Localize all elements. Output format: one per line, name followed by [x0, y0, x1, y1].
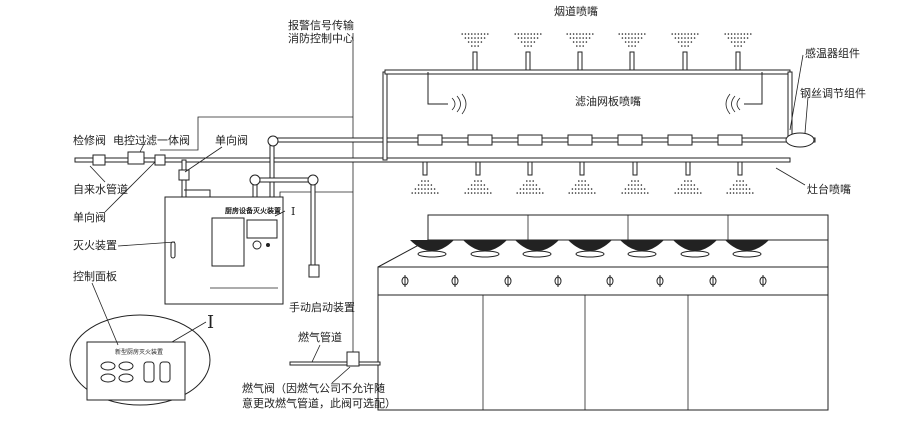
flue-nozzle-icon	[671, 33, 699, 71]
flue-nozzle-icon	[566, 33, 594, 71]
gas-valve-label-line2: 意更改燃气管道，此阀可选配）	[242, 396, 396, 410]
kitchen-stove	[377, 214, 829, 411]
oil-filter-nozzle-icon	[451, 93, 741, 115]
extinguisher-cabinet: 厨房设备灭火装置	[164, 196, 284, 305]
tap-water-pipe-label: 自来水管道	[73, 182, 128, 196]
heat-sensors	[417, 134, 743, 146]
cabinet-handle	[170, 241, 176, 259]
stove-nozzle-icon	[674, 161, 702, 194]
detail-marker-cabinet: I	[291, 205, 295, 218]
filter-valve-icon	[127, 151, 145, 165]
detail-marker-panel: I	[207, 312, 214, 333]
stove-nozzle-icon	[726, 161, 754, 194]
stove-nozzle-icon	[516, 161, 544, 194]
extinguisher-label: 灭火装置	[73, 239, 117, 252]
panel-button[interactable]	[118, 373, 134, 383]
stove-nozzle-icon	[621, 161, 649, 194]
control-panel-label: 控制面板	[73, 269, 117, 283]
gas-valve-icon	[346, 351, 360, 367]
heat-sensor-icon	[517, 134, 543, 146]
wok-icon	[568, 240, 612, 251]
alarm-signal-line	[160, 33, 354, 352]
check-valve-left-label: 单向阀	[73, 210, 106, 224]
manual-start-button[interactable]	[308, 264, 320, 278]
stove-knob-icon	[451, 275, 459, 287]
wok-icon	[410, 240, 454, 251]
stove-knob-icon	[709, 275, 717, 287]
flue-nozzle-icon	[618, 33, 646, 71]
flue-nozzle-label: 烟道喷嘴	[554, 4, 598, 18]
flue-nozzles	[461, 33, 752, 71]
stove-nozzle-icon	[411, 161, 439, 194]
cabinet-title: 厨房设备灭火装置	[225, 206, 281, 215]
gas-pipe-label: 燃气管道	[298, 330, 342, 344]
maintenance-valve-icon	[92, 154, 106, 166]
heat-sensor-icon	[567, 134, 593, 146]
heat-sensor-icon	[467, 134, 493, 146]
heat-sensor-icon	[417, 134, 443, 146]
maintenance-valve-label: 检修阀	[73, 133, 106, 147]
alarm-label-line2: 消防控制中心	[288, 31, 354, 45]
heat-sensor-icon	[617, 134, 643, 146]
stove-nozzles	[411, 161, 754, 194]
stove-nozzle-icon	[568, 161, 596, 194]
wire-adjust-label: 钢丝调节组件	[800, 86, 866, 100]
cabinet-dial-icon	[252, 240, 262, 250]
wok-icon	[515, 240, 559, 251]
flue-duct-pipe	[382, 69, 793, 161]
panel-title: 新型厨房灭火装置	[115, 348, 163, 356]
stove-knob-icon	[656, 275, 664, 287]
wok-icon	[673, 240, 717, 251]
panel-button[interactable]	[100, 361, 116, 371]
water-main-pipe	[74, 135, 816, 271]
check-valve-top-label: 单向阀	[215, 133, 248, 147]
stove-nozzle-label: 灶台喷嘴	[807, 182, 851, 196]
check-valve-icon	[178, 169, 190, 181]
wok-icon	[463, 240, 507, 251]
wire-adjust-component-icon	[785, 132, 815, 148]
gas-valve-label-line1: 燃气阀（因燃气公司不允许随	[242, 381, 385, 395]
panel-button[interactable]	[100, 373, 116, 383]
stove-nozzle-icon	[464, 161, 492, 194]
oil-filter-nozzle-label: 滤油网板喷嘴	[575, 94, 641, 108]
cabinet-display	[246, 219, 278, 239]
filter-valve-label: 电控过滤一体阀	[113, 133, 190, 147]
heat-sensor-label: 感温器组件	[805, 46, 860, 60]
stove-knob-icon	[401, 275, 409, 287]
flue-nozzle-icon	[514, 33, 542, 71]
manual-start-label: 手动启动装置	[289, 300, 355, 314]
wok-icon	[620, 240, 664, 251]
heat-sensor-icon	[667, 134, 693, 146]
panel-button[interactable]	[118, 361, 134, 371]
wok-icon	[725, 240, 769, 251]
flue-nozzle-icon	[461, 33, 489, 71]
gas-pipe	[289, 351, 381, 367]
stove-knob-icon	[759, 275, 767, 287]
stove-knob-icon	[606, 275, 614, 287]
stove-knob-icon	[504, 275, 512, 287]
flue-nozzle-icon	[724, 33, 752, 71]
leader-lines	[89, 54, 809, 384]
stove-knob-icon	[554, 275, 562, 287]
alarm-label-line1: 报警信号传输	[288, 18, 354, 32]
heat-sensor-icon	[717, 134, 743, 146]
control-panel-detail: 新型厨房灭火装置	[69, 314, 211, 406]
